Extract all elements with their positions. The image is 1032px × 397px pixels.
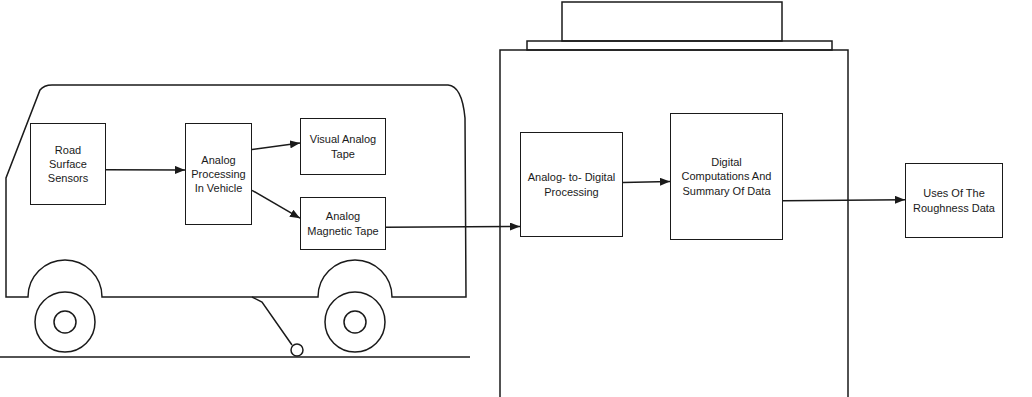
cabinet-ledge xyxy=(527,41,832,50)
box-label: Digital Computations And Summary Of Data xyxy=(676,155,777,198)
cabinet-top xyxy=(562,2,782,41)
computer-cabinet xyxy=(500,50,848,397)
flow-arrow xyxy=(252,190,300,218)
box-label: Uses Of The Roughness Data xyxy=(911,186,997,215)
process-box: Analog Processing In Vehicle xyxy=(185,123,252,225)
box-label: Visual Analog Tape xyxy=(306,132,380,161)
sensor-arm xyxy=(252,297,292,345)
van-wheel xyxy=(35,292,95,352)
van-hub xyxy=(344,311,366,333)
box-label: Analog Magnetic Tape xyxy=(306,209,380,238)
flow-arrow xyxy=(783,199,905,201)
process-box: Uses Of The Roughness Data xyxy=(905,163,1003,238)
flow-arrow xyxy=(623,181,670,183)
process-box: Analog Magnetic Tape xyxy=(300,197,386,250)
van-body xyxy=(6,85,466,297)
process-box: Digital Computations And Summary Of Data xyxy=(670,113,783,240)
process-box: Visual Analog Tape xyxy=(300,118,386,175)
box-label: Road Surface Sensors xyxy=(36,143,100,186)
box-label: Analog- to- Digital Processing xyxy=(526,170,617,199)
box-label: Analog Processing In Vehicle xyxy=(191,153,246,196)
flow-arrow xyxy=(106,169,185,171)
road-line xyxy=(0,356,470,358)
flow-arrow xyxy=(252,143,300,149)
sensor-wheel xyxy=(291,344,303,356)
process-box: Road Surface Sensors xyxy=(30,123,106,205)
process-box: Analog- to- Digital Processing xyxy=(520,132,623,237)
flow-arrow xyxy=(386,226,520,228)
van-wheel xyxy=(325,292,385,352)
van-hub xyxy=(54,311,76,333)
